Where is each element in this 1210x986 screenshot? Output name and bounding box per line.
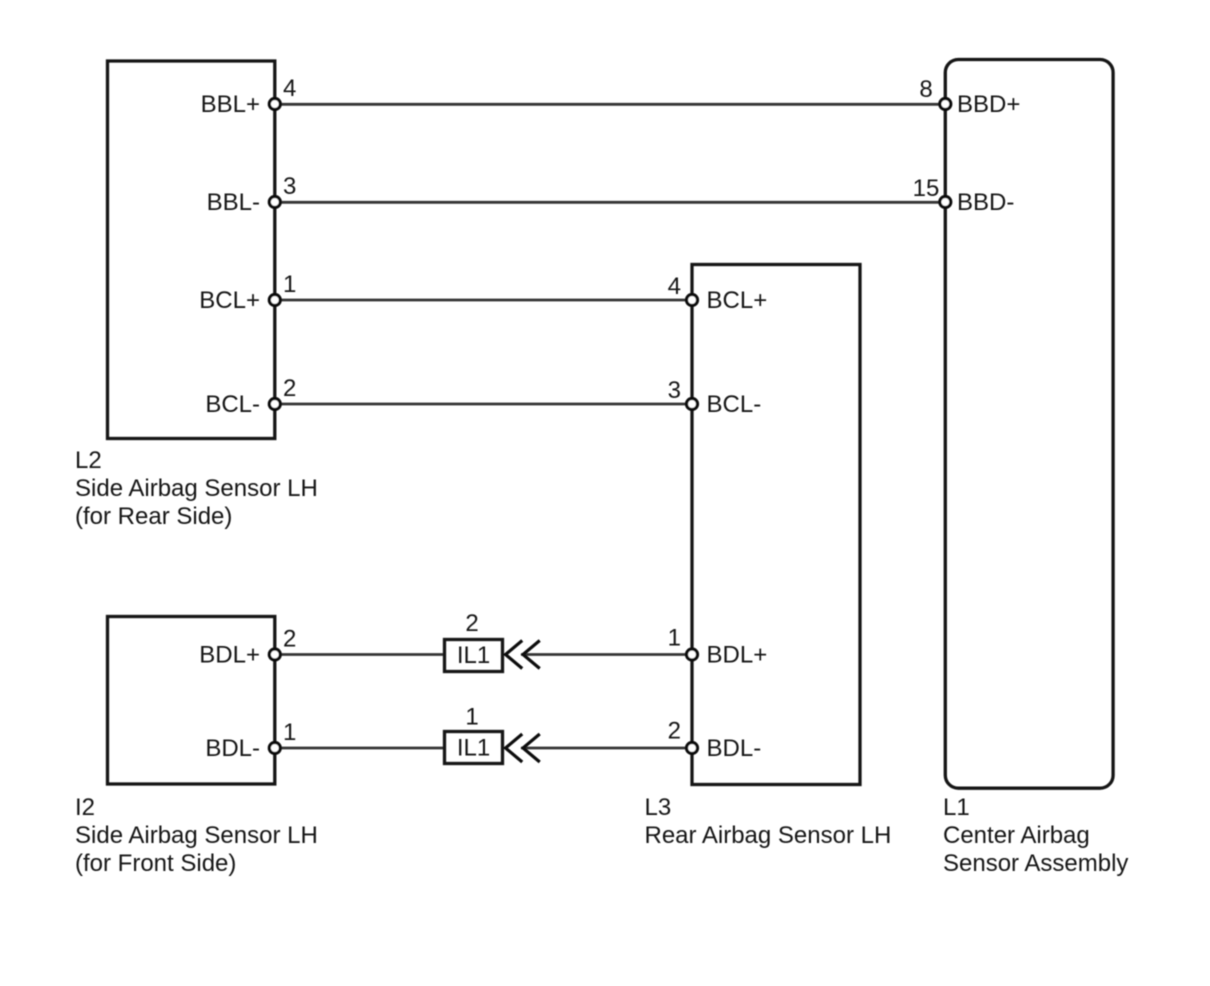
svg-text:L3: L3: [645, 794, 672, 821]
svg-text:BBL+: BBL+: [201, 91, 260, 118]
svg-text:BDL+: BDL+: [199, 642, 260, 669]
svg-text:3: 3: [668, 377, 681, 404]
svg-text:BCL+: BCL+: [199, 287, 260, 314]
svg-text:Rear Airbag Sensor LH: Rear Airbag Sensor LH: [645, 822, 892, 849]
svg-text:(for Rear Side): (for Rear Side): [75, 503, 232, 530]
svg-text:4: 4: [668, 273, 681, 300]
svg-text:L1: L1: [943, 794, 970, 821]
svg-text:4: 4: [283, 75, 296, 102]
svg-text:BBL-: BBL-: [207, 189, 260, 216]
svg-text:1: 1: [668, 625, 681, 652]
svg-text:BCL-: BCL-: [205, 391, 260, 418]
svg-text:Center Airbag: Center Airbag: [943, 822, 1090, 849]
svg-text:1: 1: [465, 704, 478, 731]
svg-text:IL1: IL1: [457, 735, 490, 762]
svg-text:Side Airbag Sensor LH: Side Airbag Sensor LH: [75, 475, 318, 502]
svg-text:BBD+: BBD+: [957, 91, 1020, 118]
svg-text:BCL+: BCL+: [707, 287, 768, 314]
svg-text:2: 2: [465, 610, 478, 637]
svg-text:2: 2: [283, 375, 296, 402]
svg-text:(for Front Side): (for Front Side): [75, 850, 236, 877]
svg-text:1: 1: [283, 271, 296, 298]
svg-text:3: 3: [283, 173, 296, 200]
svg-text:Sensor Assembly: Sensor Assembly: [943, 850, 1128, 877]
svg-text:I2: I2: [75, 794, 95, 821]
svg-text:8: 8: [919, 76, 932, 103]
svg-text:2: 2: [283, 626, 296, 653]
svg-text:BDL-: BDL-: [707, 735, 762, 762]
svg-text:BDL+: BDL+: [707, 642, 768, 669]
svg-text:BBD-: BBD-: [957, 189, 1014, 216]
svg-text:BCL-: BCL-: [707, 391, 762, 418]
svg-text:BDL-: BDL-: [205, 735, 260, 762]
svg-text:1: 1: [283, 719, 296, 746]
svg-text:IL1: IL1: [457, 642, 490, 669]
svg-text:2: 2: [668, 718, 681, 745]
svg-text:Side Airbag Sensor LH: Side Airbag Sensor LH: [75, 822, 318, 849]
svg-text:L2: L2: [75, 447, 102, 474]
svg-text:15: 15: [913, 175, 940, 202]
